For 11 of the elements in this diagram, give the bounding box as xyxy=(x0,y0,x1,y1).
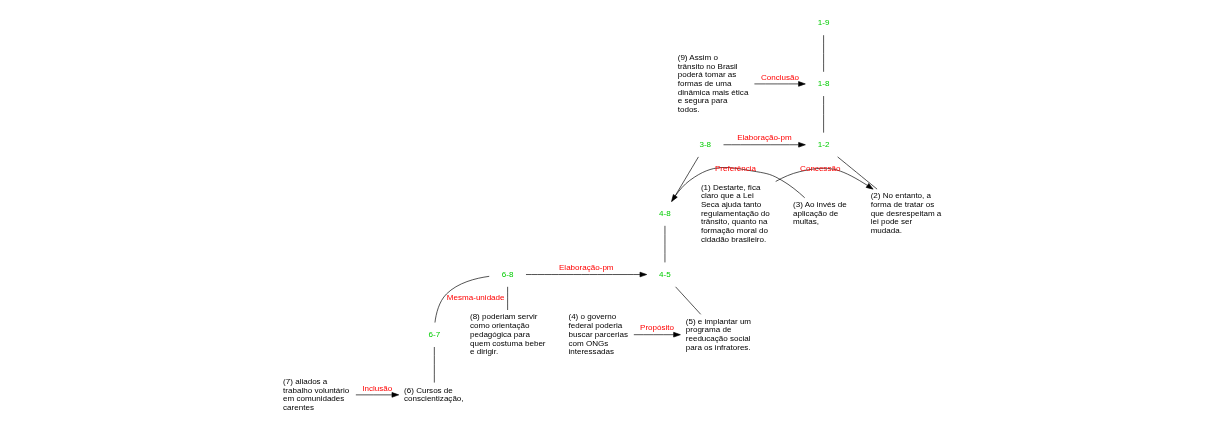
arrow xyxy=(774,167,873,190)
connector xyxy=(836,156,877,190)
arrow xyxy=(633,332,681,338)
arrow xyxy=(525,271,647,278)
connector xyxy=(434,276,490,323)
arrow xyxy=(753,81,806,87)
connector xyxy=(674,286,701,315)
arrow xyxy=(355,392,399,398)
connector xyxy=(671,156,699,202)
arrow xyxy=(722,142,806,148)
arrow xyxy=(670,167,805,202)
